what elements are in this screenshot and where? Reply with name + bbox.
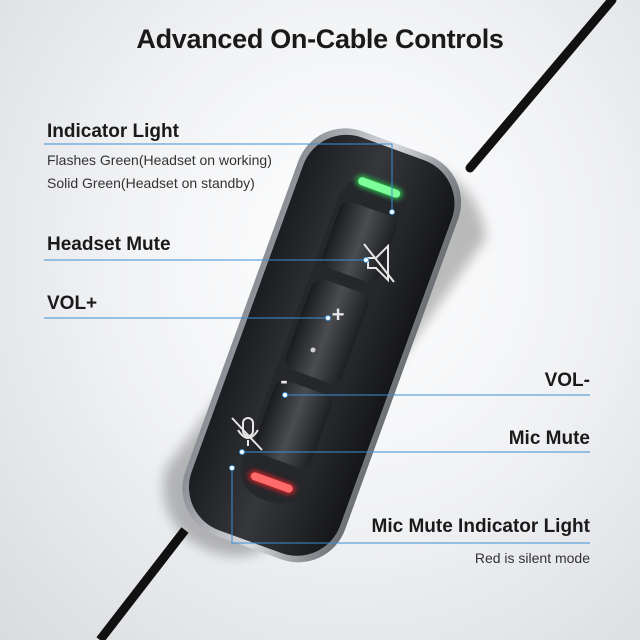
leader-indicator-light (44, 143, 393, 212)
indicator-led-green (356, 175, 403, 199)
leader-lines (44, 143, 590, 544)
indicator-light-desc-2: Solid Green(Headset on standby) (47, 175, 255, 191)
headset-mute-label: Headset Mute (47, 234, 171, 255)
vol-center-dot (310, 347, 316, 353)
mic-mute-led-red (248, 470, 295, 494)
leader-mic-mute-indicator (231, 468, 590, 544)
inline-controller (182, 128, 462, 563)
vol-minus-symbol: - (280, 368, 287, 393)
mic-mute-label: Mic Mute (508, 428, 590, 449)
vol-plus-label: VOL+ (47, 293, 98, 314)
page-title: Advanced On-Cable Controls (136, 24, 504, 54)
mic-mute-indicator-note: Red is silent mode (474, 550, 590, 566)
mic-mute-indicator-label: Mic Mute Indicator Light (371, 516, 591, 537)
leader-dots (229, 209, 395, 471)
cable-bottom (96, 527, 189, 640)
indicator-light-label: Indicator Light (47, 121, 179, 142)
cable-top (465, 0, 617, 173)
vol-plus-symbol: + (332, 302, 345, 327)
vol-minus-label: VOL- (544, 370, 590, 391)
speaker-mute-icon (363, 243, 395, 283)
indicator-light-desc-1: Flashes Green(Headset on working) (47, 152, 272, 168)
mic-mute-icon (231, 417, 263, 451)
